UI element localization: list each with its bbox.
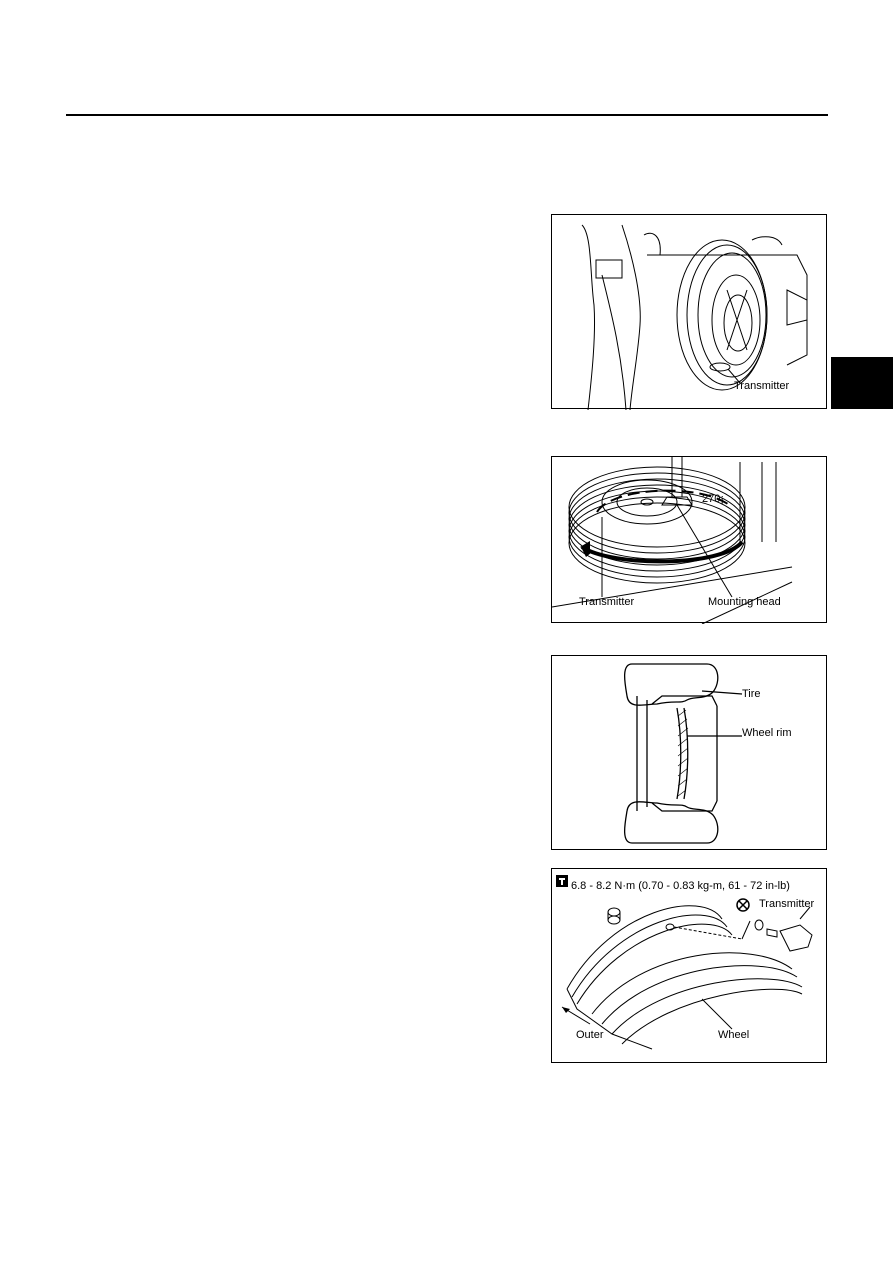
section-tab [831, 357, 893, 409]
transmitter-label: Transmitter [579, 596, 635, 608]
mounting-head-label: Mounting head [708, 596, 781, 608]
rotation-angle-label: 270¡ [702, 493, 725, 505]
header-rule [66, 114, 828, 116]
wheel-label: Wheel [718, 1029, 750, 1041]
figure-transmitter-installation: 6.8 - 8.2 N·m (0.70 - 0.83 kg-m, 61 - 72… [551, 868, 827, 1063]
figure-tire-changer-bead: Transmitter [551, 214, 827, 410]
tire-changer-illustration [581, 224, 808, 410]
mounting-head-illustration [552, 457, 793, 624]
figure-mounting-head: 270¡ Transmitter Mounting head [551, 456, 827, 624]
figure-tire-rim-section: Tire Wheel rim [551, 655, 827, 850]
torque-spec-label: 6.8 - 8.2 N·m (0.70 - 0.83 kg-m, 61 - 72… [571, 880, 790, 892]
wheel-rim-label: Wheel rim [742, 727, 792, 739]
transmitter-label: Transmitter [734, 380, 790, 392]
outer-label: Outer [576, 1029, 604, 1041]
transmitter-label: Transmitter [759, 898, 815, 910]
tire-rim-cross-section [623, 663, 743, 844]
torque-wrench-icon [556, 875, 568, 887]
do-not-reuse-icon [736, 898, 750, 912]
tire-label: Tire [742, 688, 761, 700]
wheel-transmitter-illustration [556, 875, 813, 1050]
